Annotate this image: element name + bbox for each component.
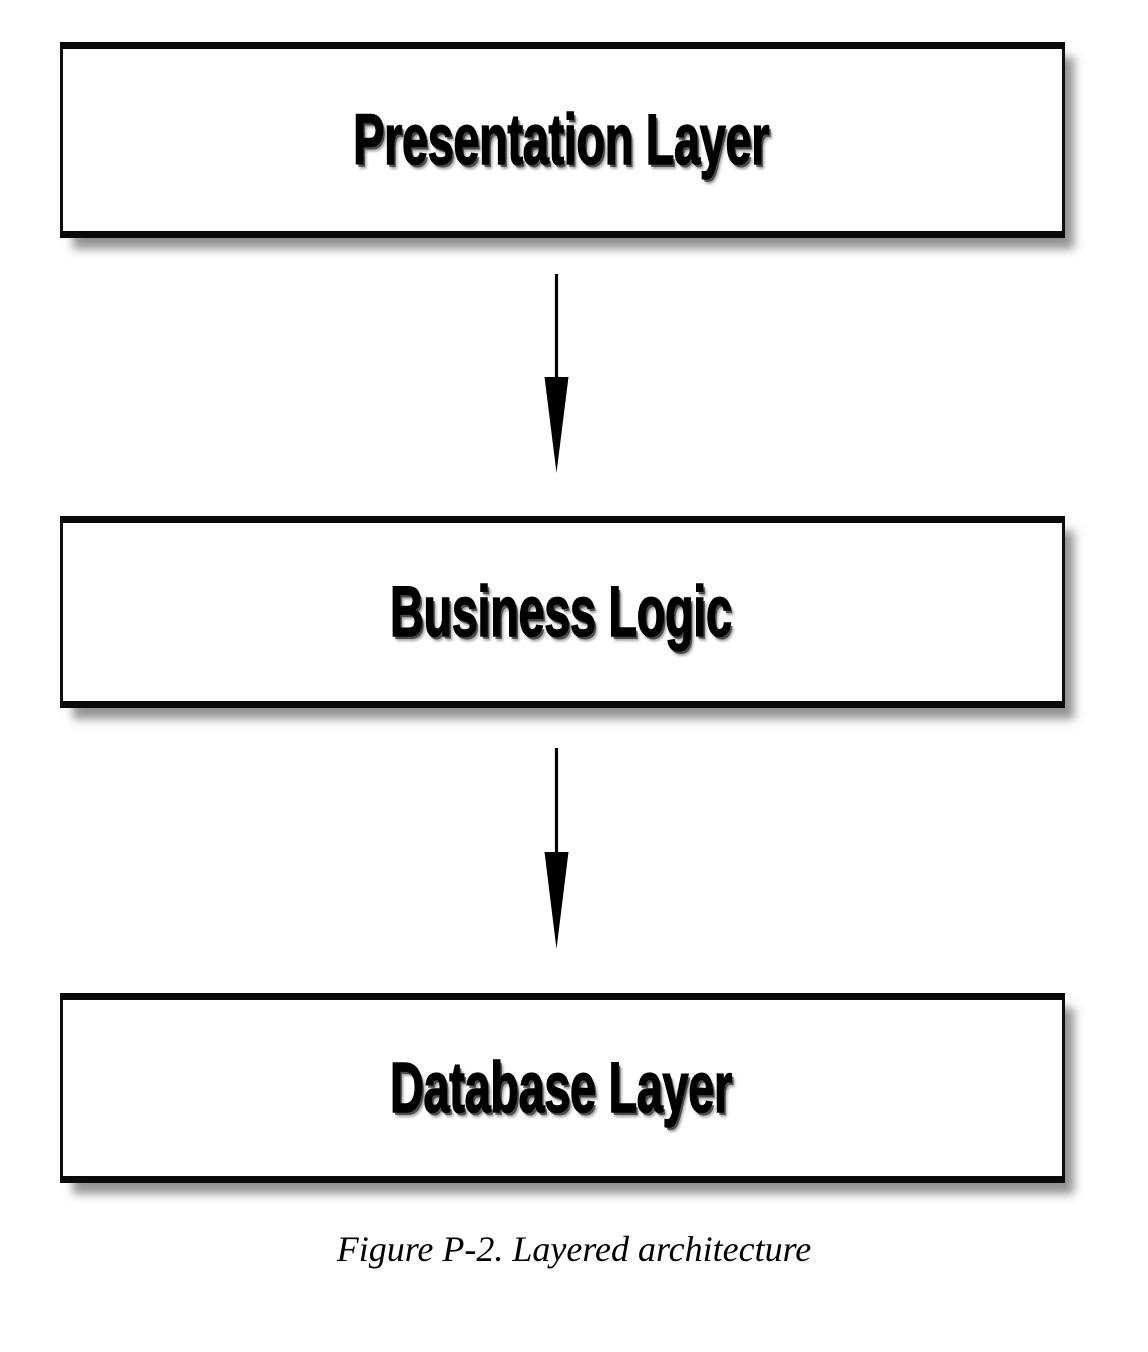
arrow-down-icon (544, 274, 569, 473)
layer-box-database: Database Layer (60, 993, 1065, 1183)
layer-box-presentation: Presentation Layer (60, 42, 1065, 238)
layer-label-database: Database Layer (390, 1048, 733, 1128)
layer-box-business-logic: Business Logic (60, 516, 1065, 708)
arrow-down-icon (544, 748, 569, 949)
layer-label-presentation: Presentation Layer (352, 100, 769, 180)
arrow-presentation-to-business (520, 274, 594, 476)
layer-label-business-logic: Business Logic (390, 572, 733, 652)
figure-caption: Figure P-2. Layered architecture (336, 1229, 812, 1269)
arrow-business-to-database (520, 748, 594, 952)
